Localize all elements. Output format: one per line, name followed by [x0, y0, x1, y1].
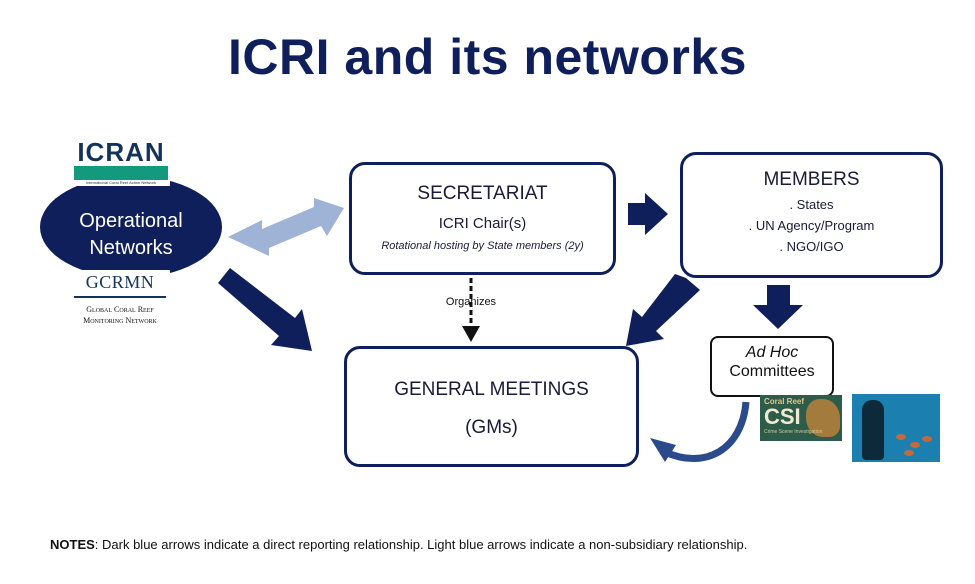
gm-line2: (GMs): [465, 417, 518, 438]
fish-shape: [896, 434, 906, 440]
general-meetings-node: GENERAL MEETINGS (GMs): [344, 346, 639, 467]
notes-body: : Dark blue arrows indicate a direct rep…: [94, 537, 748, 552]
adhoc-committees-node: Ad Hoc Committees: [710, 336, 834, 397]
csi-coral-shape: [806, 399, 840, 437]
members-item-un: . UN Agency/Program: [748, 218, 875, 233]
notes-label: NOTES: [50, 537, 95, 552]
members-item-ngo: . NGO/IGO: [779, 239, 844, 254]
arrow-members-to-gm: [626, 274, 700, 346]
arrow-members-to-adhoc: [753, 285, 803, 329]
arrow-secretariat-to-members: [628, 193, 668, 235]
organizes-arrow-head: [462, 326, 480, 342]
members-item-states: . States: [789, 197, 834, 212]
secretariat-node: SECRETARIAT ICRI Chair(s) Rotational hos…: [349, 162, 616, 275]
operational-networks-node: Operational Networks: [40, 176, 222, 278]
diver-photo: [852, 394, 940, 462]
notes-text: NOTES: Dark blue arrows indicate a direc…: [50, 537, 950, 552]
fish-shape: [910, 442, 920, 448]
gcrmn-logo-line2: Monitoring Network: [83, 316, 157, 325]
icran-logo-tagline: International Coral Reef Action Network: [85, 180, 157, 185]
icran-logo: ICRAN International Coral Reef Action Ne…: [72, 138, 170, 186]
adhoc-line2: Committees: [729, 363, 815, 380]
light-blue-double-arrow: [228, 198, 344, 256]
gcrmn-logo-line1: Global Coral Reef: [86, 305, 154, 314]
secretariat-chair: ICRI Chair(s): [438, 215, 527, 232]
arrow-opnet-to-gm: [218, 268, 312, 351]
gm-line1: GENERAL MEETINGS: [394, 379, 589, 400]
members-node: MEMBERS . States . UN Agency/Program . N…: [680, 152, 943, 278]
organizes-label: Organizes: [445, 296, 497, 308]
curved-arrow-head: [650, 438, 676, 462]
adhoc-line1: Ad Hoc: [745, 344, 799, 361]
operational-line2: Networks: [89, 237, 173, 259]
fish-shape: [904, 450, 914, 456]
curved-arrow-adhoc-to-gm: [663, 401, 750, 463]
gcrmn-logo-underline: [74, 296, 166, 298]
secretariat-hosting: Rotational hosting by State members (2y): [381, 240, 584, 252]
fish-shape: [922, 436, 932, 442]
diver-figure: [862, 400, 884, 460]
coral-reef-csi-image: Coral Reef CSI Crime Scene Investigation: [760, 395, 842, 441]
page-title: ICRI and its networks: [228, 29, 747, 85]
icran-logo-band: [74, 166, 168, 180]
gcrmn-logo-word: GCRMN: [85, 272, 155, 292]
gcrmn-logo-subtitle: Global Coral Reef Monitoring Network: [70, 304, 170, 326]
secretariat-title: SECRETARIAT: [417, 183, 548, 204]
csi-top-text: Coral Reef: [764, 397, 805, 406]
gcrmn-logo: GCRMN Global Coral Reef Monitoring Netwo…: [70, 270, 170, 336]
csi-word: CSI: [764, 404, 801, 429]
icran-logo-word: ICRAN: [77, 137, 165, 167]
csi-sub-text: Crime Scene Investigation: [764, 429, 823, 435]
operational-line1: Operational: [79, 210, 183, 232]
members-title: MEMBERS: [763, 169, 860, 190]
